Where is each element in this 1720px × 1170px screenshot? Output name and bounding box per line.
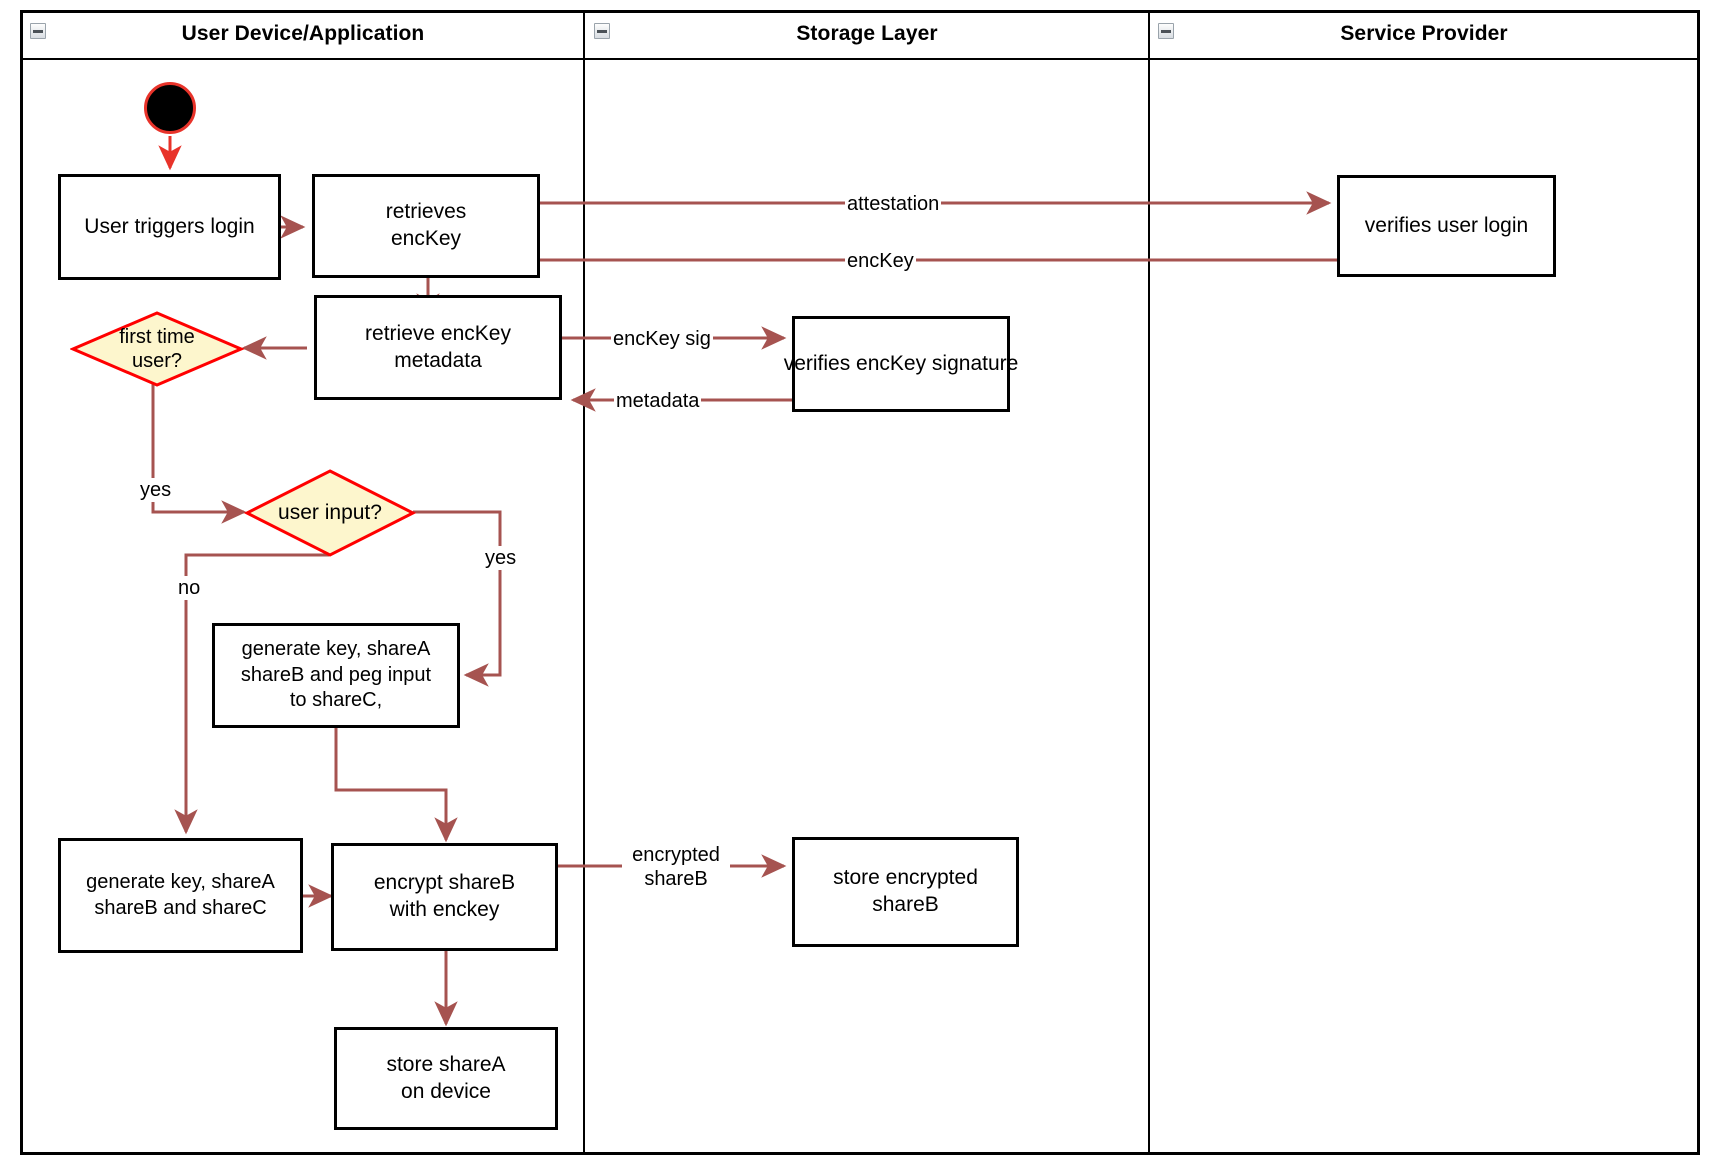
edge-label-enckey-sig: encKey sig [611, 327, 713, 352]
initial-node [144, 82, 196, 134]
action-user-triggers-login[interactable]: User triggers login [58, 174, 281, 280]
collapse-minus-icon-storage-layer[interactable] [594, 23, 610, 39]
edge-label-attestation: attestation [845, 192, 942, 217]
action-generate-key-shares[interactable]: generate key, shareA shareB and shareC [58, 838, 303, 953]
action-verifies-user-login[interactable]: verifies user login [1337, 175, 1556, 277]
lane-divider-1 [583, 10, 585, 1155]
edge-label-no-user-input: no [176, 576, 203, 601]
action-retrieve-enckey-metadata[interactable]: retrieve encKey metadata [314, 295, 562, 400]
partition-title-service-provider: Service Provider [1340, 22, 1508, 45]
lane-header-rule [20, 58, 1700, 60]
collapse-minus-icon-user-device[interactable] [30, 23, 46, 39]
action-store-sharea-on-device[interactable]: store shareA on device [334, 1027, 558, 1130]
swimlane-frame [20, 10, 1700, 1155]
lane-divider-2 [1148, 10, 1150, 1155]
action-verifies-enckey-signature[interactable]: verifies encKey signature [784, 316, 1018, 412]
action-encrypt-shareb[interactable]: encrypt shareB with enckey [331, 843, 558, 951]
edge-label-metadata: metadata [614, 389, 702, 414]
partition-title-storage-layer: Storage Layer [796, 22, 938, 45]
edge-label-yes-first-time: yes [138, 478, 174, 503]
action-retrieves-enckey[interactable]: retrieves encKey [312, 174, 540, 278]
decision-label-first-time-user: first time user? [119, 325, 195, 372]
action-generate-key-peg-input[interactable]: generate key, shareA shareB and peg inpu… [212, 623, 460, 728]
action-store-encrypted-shareb[interactable]: store encrypted shareB [792, 837, 1019, 947]
edge-label-yes-user-input: yes [483, 546, 519, 571]
decision-diamond-shape [243, 469, 417, 557]
collapse-minus-icon-service-provider[interactable] [1158, 23, 1174, 39]
decision-diamond-shape [69, 311, 245, 387]
decision-user-input[interactable]: user input? [243, 468, 417, 558]
action-label-verifies-enckey-signature: verifies encKey signature [783, 351, 1019, 375]
edge-label-enckey: encKey [845, 249, 916, 274]
decision-label-user-input: user input? [278, 501, 382, 525]
edge-label-encrypted-shareb: encrypted shareB [622, 843, 730, 892]
decision-first-time-user[interactable]: first time user? [69, 310, 245, 388]
partition-title-user-device: User Device/Application [181, 22, 425, 45]
